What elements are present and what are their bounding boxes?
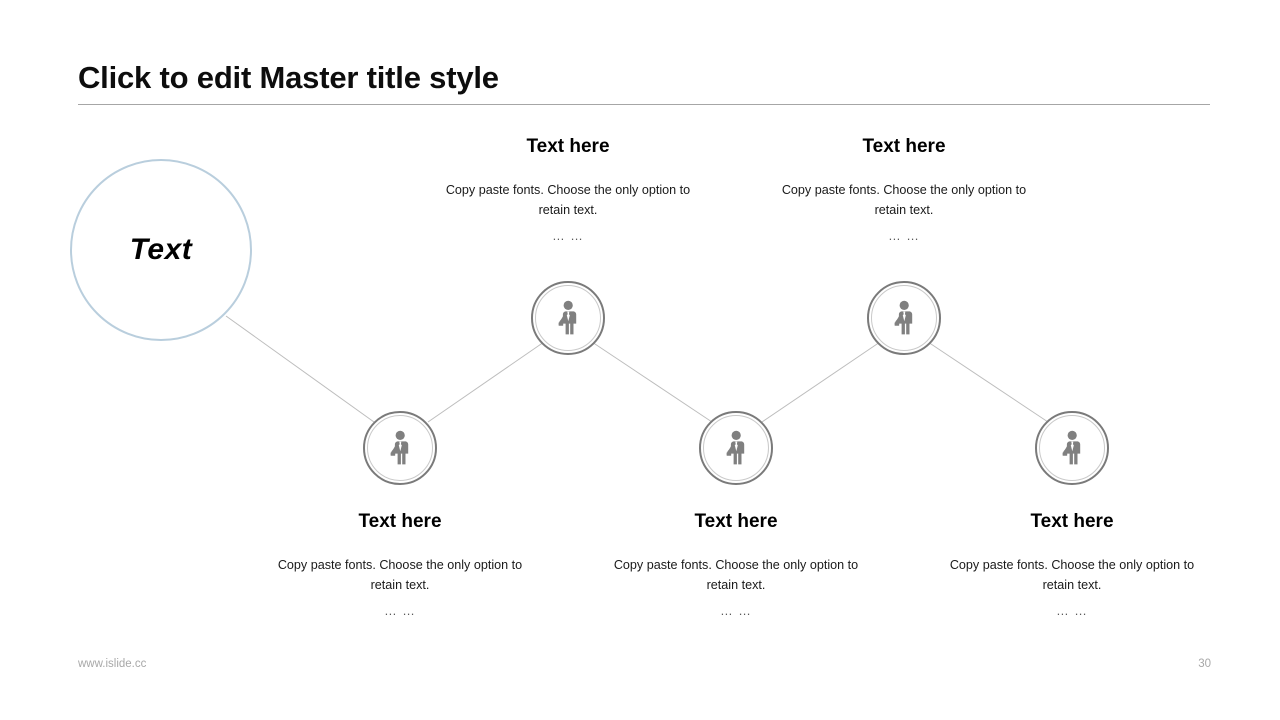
block-body: Copy paste fonts. Choose the only option… [613, 557, 859, 593]
text-block-top-2: Text here Copy paste fonts. Choose the o… [766, 136, 1042, 243]
text-block-top-1: Text here Copy paste fonts. Choose the o… [430, 136, 706, 243]
block-body: Copy paste fonts. Choose the only option… [277, 557, 523, 593]
block-body: Copy paste fonts. Choose the only option… [445, 182, 691, 218]
block-dots: … … [552, 228, 584, 243]
block-title: Text here [862, 136, 946, 157]
title-divider [78, 104, 1210, 105]
businessman-icon [889, 300, 919, 336]
node-circle-3[interactable] [699, 411, 773, 485]
node-circle-1[interactable] [363, 411, 437, 485]
block-dots: … … [384, 603, 416, 618]
footer-url[interactable]: www.islide.cc [78, 658, 147, 670]
node-circle-5[interactable] [1035, 411, 1109, 485]
businessman-icon [1057, 430, 1087, 466]
block-title: Text here [358, 511, 442, 532]
page-title: Click to edit Master title style [78, 60, 499, 95]
businessman-icon [721, 430, 751, 466]
block-body: Copy paste fonts. Choose the only option… [949, 557, 1195, 593]
text-block-bottom-3: Text here Copy paste fonts. Choose the o… [934, 511, 1210, 618]
block-dots: … … [720, 603, 752, 618]
node-circle-2[interactable] [531, 281, 605, 355]
hero-circle-label: Text [129, 233, 193, 266]
block-title: Text here [694, 511, 778, 532]
hero-circle[interactable]: Text [70, 159, 252, 341]
block-dots: … … [888, 228, 920, 243]
footer-page-number: 30 [1198, 658, 1211, 670]
businessman-icon [553, 300, 583, 336]
block-title: Text here [1030, 511, 1114, 532]
text-block-bottom-2: Text here Copy paste fonts. Choose the o… [598, 511, 874, 618]
businessman-icon [385, 430, 415, 466]
block-dots: … … [1056, 603, 1088, 618]
block-title: Text here [526, 136, 610, 157]
text-block-bottom-1: Text here Copy paste fonts. Choose the o… [262, 511, 538, 618]
block-body: Copy paste fonts. Choose the only option… [781, 182, 1027, 218]
node-circle-4[interactable] [867, 281, 941, 355]
